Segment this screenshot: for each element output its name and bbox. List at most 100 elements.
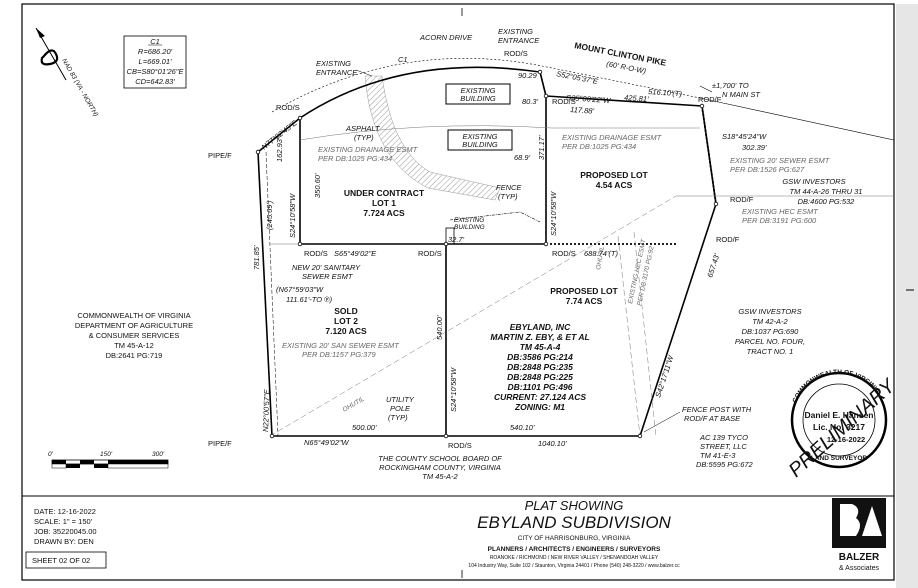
svg-text:PER DB:1025 PG:434: PER DB:1025 PG:434 xyxy=(562,142,636,151)
svg-text:781.85': 781.85' xyxy=(252,245,261,270)
svg-text:FENCE POST WITH: FENCE POST WITH xyxy=(682,405,752,414)
svg-text:STREET, LLC: STREET, LLC xyxy=(700,442,747,451)
svg-text:(245.69'): (245.69') xyxy=(265,200,274,230)
svg-text:(TYP): (TYP) xyxy=(388,413,408,422)
svg-text:EXISTING HEC ESMT: EXISTING HEC ESMT xyxy=(742,207,819,216)
svg-text:TM 45-A-4: TM 45-A-4 xyxy=(520,342,561,352)
firm-address: 104 Industry Way, Suite 102 / Staunton, … xyxy=(468,563,680,569)
right-margin xyxy=(896,4,918,588)
lot2-status: SOLD xyxy=(334,306,358,316)
job-info: DATE: 12-16-2022 SCALE: 1" = 150' JOB: 3… xyxy=(34,507,97,546)
svg-text:68.9': 68.9' xyxy=(514,153,531,162)
svg-text:EBYLAND, INC: EBYLAND, INC xyxy=(510,322,571,332)
existing-building-3 xyxy=(445,227,455,245)
curve-length: L=669.01' xyxy=(139,57,172,66)
svg-text:MARTIN Z. EBY, & ET AL: MARTIN Z. EBY, & ET AL xyxy=(490,332,589,342)
curve-radius: R=686.20' xyxy=(138,47,173,56)
north-arrow-icon: NAD 83 (VA - NORTH) xyxy=(35,27,99,118)
svg-text:TM 44-A-26 THRU 31: TM 44-A-26 THRU 31 xyxy=(790,187,863,196)
svg-text:ROD/S: ROD/S xyxy=(418,249,442,258)
svg-text:ZONING: M1: ZONING: M1 xyxy=(514,402,565,412)
svg-text:DB:2848 PG:235: DB:2848 PG:235 xyxy=(507,362,573,372)
firm-offices: ROANOKE / RICHMOND / NEW RIVER VALLEY / … xyxy=(490,555,659,561)
svg-text:OHUTIL: OHUTIL xyxy=(595,245,606,270)
bearing-labels: N77°02'45"E 162.93' (245.69') 781.85' S2… xyxy=(252,55,767,448)
proposed-lot-b-area: 7.74 ACS xyxy=(566,296,603,306)
svg-text:THE COUNTY SCHOOL BOARD OF: THE COUNTY SCHOOL BOARD OF xyxy=(378,454,502,463)
svg-text:300': 300' xyxy=(152,451,165,458)
svg-text:540.10': 540.10' xyxy=(510,423,535,432)
svg-text:EXISTING DRAINAGE ESMT: EXISTING DRAINAGE ESMT xyxy=(562,133,663,142)
svg-text:TM 45-A-2: TM 45-A-2 xyxy=(422,472,458,481)
svg-text:ROD/S: ROD/S xyxy=(552,97,576,106)
svg-text:TM 42-A-2: TM 42-A-2 xyxy=(752,317,788,326)
svg-text:80.3': 80.3' xyxy=(522,97,539,106)
svg-text:162.93': 162.93' xyxy=(275,137,284,162)
adjoiner-tyco: AC 139 TYCO STREET, LLC TM 41-E-3 DB:559… xyxy=(696,433,754,469)
svg-text:N22°00'57"E: N22°00'57"E xyxy=(261,388,272,432)
svg-text:PER DB:3191 PG:600: PER DB:3191 PG:600 xyxy=(742,216,817,225)
svg-text:ROD/S: ROD/S xyxy=(304,249,328,258)
sheet-border xyxy=(21,3,895,581)
sheet-number: SHEET 02 OF 02 xyxy=(32,556,90,565)
svg-text:JOB: 35220045.00: JOB: 35220045.00 xyxy=(34,527,97,536)
svg-text:EXISTING 20' SAN SEWER ESMT: EXISTING 20' SAN SEWER ESMT xyxy=(282,341,400,350)
svg-text:S24°10'58"W: S24°10'58"W xyxy=(449,367,458,412)
svg-text:DB:1037 PG:690: DB:1037 PG:690 xyxy=(742,327,800,336)
svg-text:(N67°59'03"W: (N67°59'03"W xyxy=(276,285,324,294)
svg-text:PER DB:1157 PG:379: PER DB:1157 PG:379 xyxy=(302,350,376,359)
seal-role: LAND SURVEYOR xyxy=(811,455,868,462)
svg-text:EXISTING: EXISTING xyxy=(460,86,495,95)
svg-text:150': 150' xyxy=(100,451,113,458)
svg-text:TRACT NO. 1: TRACT NO. 1 xyxy=(747,347,794,356)
svg-text:ROD/S: ROD/S xyxy=(448,441,472,450)
svg-text:ROCKINGHAM COUNTY, VIRGINIA: ROCKINGHAM COUNTY, VIRGINIA xyxy=(379,463,501,472)
north-arrow-label: NAD 83 (VA - NORTH) xyxy=(60,58,99,118)
svg-text:DATE: 12-16-2022: DATE: 12-16-2022 xyxy=(34,507,96,516)
svg-text:(TYP): (TYP) xyxy=(498,192,518,201)
balzer-logo-icon: BALZER & Associates xyxy=(832,498,886,572)
svg-text:657.43': 657.43' xyxy=(705,252,721,278)
svg-text:1040.10': 1040.10' xyxy=(538,439,567,448)
svg-text:SEWER ESMT: SEWER ESMT xyxy=(302,272,354,281)
svg-text:COMMONWEALTH OF VIRGINIA: COMMONWEALTH OF VIRGINIA xyxy=(77,311,190,320)
svg-text:DB:5595 PG:672: DB:5595 PG:672 xyxy=(696,460,754,469)
svg-text:ENTRANCE: ENTRANCE xyxy=(316,68,358,77)
svg-text:EXISTING: EXISTING xyxy=(316,59,351,68)
svg-text:540.00': 540.00' xyxy=(435,315,444,340)
road-centerline xyxy=(271,58,701,113)
svg-text:EXISTING: EXISTING xyxy=(498,27,533,36)
proposed-lot-a-name: PROPOSED LOT xyxy=(580,170,648,180)
svg-text:S18°45'24"W: S18°45'24"W xyxy=(722,132,767,141)
to-main-label-1: ±1,700' TO xyxy=(712,81,749,90)
svg-text:ASPHALT: ASPHALT xyxy=(345,124,381,133)
svg-text:N65°49'02"W: N65°49'02"W xyxy=(304,438,350,447)
svg-text:TM 45-A-12: TM 45-A-12 xyxy=(114,341,154,350)
logo-sub: & Associates xyxy=(839,565,880,572)
svg-text:117.88': 117.88' xyxy=(570,105,595,116)
lot1-name: LOT 1 xyxy=(372,198,396,208)
svg-text:32.7': 32.7' xyxy=(448,235,465,244)
svg-text:425.81': 425.81' xyxy=(624,93,650,104)
svg-text:ENTRANCE: ENTRANCE xyxy=(498,36,540,45)
svg-text:DB:1101 PG:496: DB:1101 PG:496 xyxy=(507,382,572,392)
svg-text:EXISTING 20' SEWER ESMT: EXISTING 20' SEWER ESMT xyxy=(730,156,831,165)
adjoiner-school: THE COUNTY SCHOOL BOARD OF ROCKINGHAM CO… xyxy=(378,454,502,481)
plat-title-line2: EBYLAND SUBDIVISION xyxy=(477,513,671,532)
svg-text:688.74'(T): 688.74'(T) xyxy=(584,249,618,258)
curve-table-box xyxy=(123,35,187,89)
svg-text:PIPE/F: PIPE/F xyxy=(208,151,232,160)
east-line-dashed xyxy=(701,105,717,205)
logo-name: BALZER xyxy=(839,552,880,563)
svg-text:ROD/S: ROD/S xyxy=(552,249,576,258)
svg-text:EXISTING: EXISTING xyxy=(462,132,497,141)
existing-building-1 xyxy=(445,83,511,105)
svg-text:371.17': 371.17' xyxy=(537,135,546,160)
svg-text:BUILDING: BUILDING xyxy=(462,140,498,149)
svg-text:PIPE/F: PIPE/F xyxy=(208,439,232,448)
svg-text:EXISTING: EXISTING xyxy=(454,217,484,224)
lot1-status: UNDER CONTRACT xyxy=(344,188,425,198)
svg-text:ROD/F: ROD/F xyxy=(716,235,740,244)
